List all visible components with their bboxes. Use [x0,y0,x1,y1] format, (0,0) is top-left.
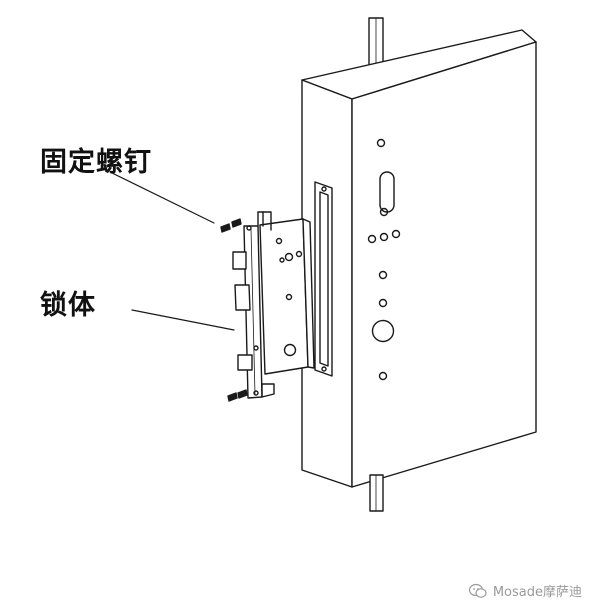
screws-top [220,218,242,233]
watermark: Mosade摩萨迪 [468,581,582,600]
case-hole [283,343,297,357]
case-hole [295,250,303,258]
door-slab [301,29,537,488]
watermark-text: Mosade摩萨迪 [492,585,582,600]
label-fixing-screws: 固定螺钉 [40,147,152,178]
door-hole [391,229,401,239]
case-hole [275,237,283,245]
screw [220,223,231,233]
leader-line-screws [109,171,215,224]
door-hole [378,298,388,308]
case-hole [285,293,293,301]
door-hole [378,371,388,381]
case-hole [284,252,294,262]
door-hole [379,207,389,217]
mortise-slot [314,181,333,377]
faceplate-top-hook [257,211,272,231]
screws-bottom [227,389,248,402]
deadbolt [234,284,251,311]
leader-line-lockbody [131,309,235,331]
handle-slot [379,171,395,213]
door-hole [379,232,389,242]
bottom-rod [369,474,384,512]
wechat-icon [468,583,487,598]
cylinder-hole [371,319,395,343]
door-hole [367,234,377,244]
auxiliary-latch [237,354,253,371]
screw [231,218,242,228]
latch-bolt [232,251,247,270]
door-front-face [351,41,537,488]
screw [227,392,238,402]
screw [237,389,248,399]
door-holes [367,138,401,381]
case-hole [279,257,285,263]
label-lock-body: 锁体 [40,290,96,321]
door-hole [376,138,386,148]
latch-bolts [232,251,259,371]
door-hole [378,270,388,280]
lock-case [259,218,315,375]
faceplate-bottom-hook [261,383,275,398]
